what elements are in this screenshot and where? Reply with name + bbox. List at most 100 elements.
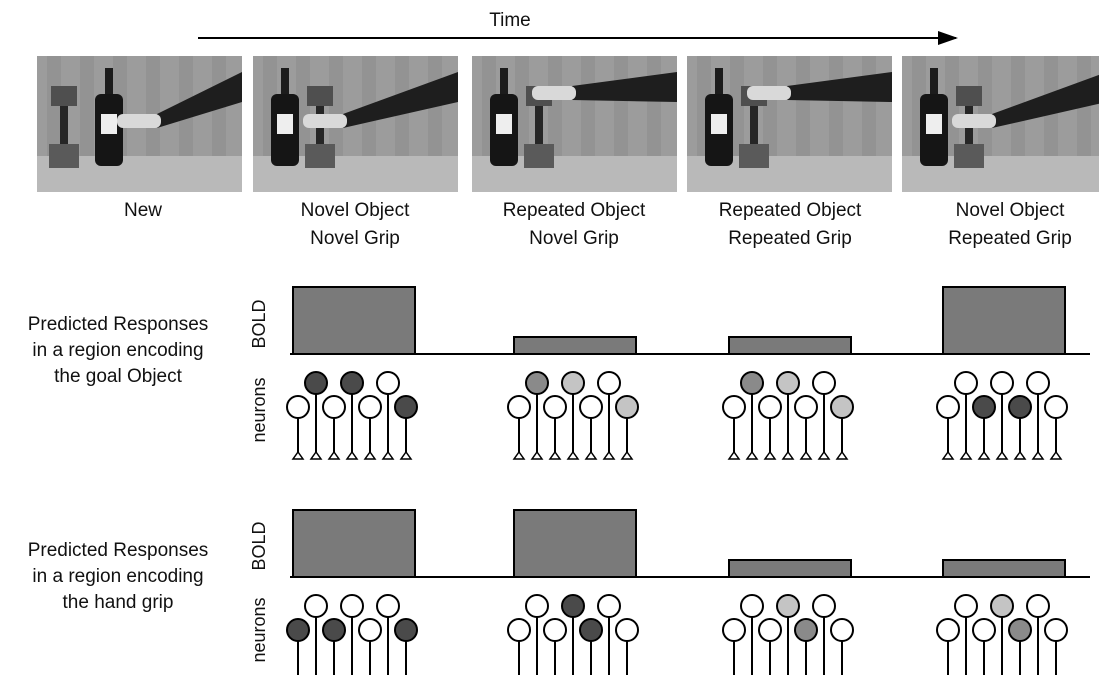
neuron-group [286, 594, 418, 675]
neuron-white [758, 618, 782, 642]
neuron-white [543, 618, 567, 642]
neuron-white [954, 594, 978, 618]
neuron-terminal [727, 450, 741, 460]
neuron-terminal [763, 450, 777, 460]
neuron-terminal [959, 450, 973, 460]
neuron-white [812, 594, 836, 618]
neuron-white [597, 594, 621, 618]
prediction-panel: Predicted Responses in a region encoding t… [28, 509, 1090, 675]
neuron-dark [561, 594, 585, 618]
neuron-white [340, 594, 364, 618]
bold-bar-high [942, 286, 1066, 355]
panel-label: in a region encoding [32, 566, 203, 587]
neuron-terminal [941, 450, 955, 460]
neuron-terminal [977, 450, 991, 460]
neuron-white [1044, 395, 1068, 419]
neuron-terminal [995, 450, 1009, 460]
neuron-white [304, 594, 328, 618]
neuron-terminal [309, 450, 323, 460]
bold-bar-high [292, 509, 416, 578]
neuron-light [615, 395, 639, 419]
bold-bar-high [292, 286, 416, 355]
neuron-dark [304, 371, 328, 395]
neuron-light [990, 594, 1014, 618]
neuron-white [376, 594, 400, 618]
neuron-group [936, 594, 1068, 675]
neuron-light [776, 371, 800, 395]
neuron-white [1044, 618, 1068, 642]
neuron-group [286, 371, 418, 460]
neuron-white [740, 594, 764, 618]
neuron-terminal [1013, 450, 1027, 460]
neuron-mid [1008, 618, 1032, 642]
condition-photo [902, 56, 1099, 192]
neuron-terminal [602, 450, 616, 460]
neuron-white [722, 395, 746, 419]
neuron-dark [579, 618, 603, 642]
neuron-white [722, 618, 746, 642]
neuron-terminal [835, 450, 849, 460]
neuron-white [358, 618, 382, 642]
neuron-terminal [799, 450, 813, 460]
neuron-terminal [363, 450, 377, 460]
panel-label: in a region encoding [32, 340, 203, 361]
neuron-group [507, 371, 639, 460]
neuron-group [507, 594, 639, 675]
neuron-white [830, 618, 854, 642]
condition-caption: Novel Grip [529, 228, 619, 249]
bold-bar-low [513, 336, 637, 355]
photo-strip [37, 56, 1099, 192]
neuron-terminal [566, 450, 580, 460]
neuron-white [615, 618, 639, 642]
neuron-white [1026, 594, 1050, 618]
condition-caption: Repeated Grip [728, 228, 852, 249]
condition-caption: Novel Object [956, 200, 1065, 221]
neuron-mid [525, 371, 549, 395]
neuron-white [507, 618, 531, 642]
bold-bar-low [728, 559, 852, 578]
neuron-group [722, 371, 854, 460]
neuron-terminal [512, 450, 526, 460]
condition-caption: Repeated Grip [948, 228, 1072, 249]
panel-label: the hand grip [63, 592, 174, 613]
neuron-white [579, 395, 603, 419]
neuron-white [936, 618, 960, 642]
panel-label: Predicted Responses [28, 540, 209, 561]
neuron-white [525, 594, 549, 618]
bold-bar-low [728, 336, 852, 355]
neuron-dark [394, 618, 418, 642]
neuron-mid [794, 618, 818, 642]
neuron-light [830, 395, 854, 419]
condition-photo [37, 56, 242, 192]
neuron-dark [394, 395, 418, 419]
condition-photo [253, 56, 458, 192]
neuron-white [543, 395, 567, 419]
neuron-white [954, 371, 978, 395]
neuron-white [1026, 371, 1050, 395]
condition-caption: New [124, 200, 162, 221]
neuron-light [561, 371, 585, 395]
condition-photo [472, 56, 677, 192]
panel-label: the goal Object [54, 366, 183, 387]
bold-axis-label: BOLD [249, 299, 269, 348]
prediction-panel: Predicted Responses in a region encoding t… [28, 286, 1090, 460]
neuron-white [507, 395, 531, 419]
neuron-white [936, 395, 960, 419]
neuron-terminal [1031, 450, 1045, 460]
neuron-white [376, 371, 400, 395]
neuron-white [322, 395, 346, 419]
condition-caption: Novel Grip [310, 228, 400, 249]
neuron-terminal [817, 450, 831, 460]
neuron-terminal [620, 450, 634, 460]
bold-axis-label: BOLD [249, 521, 269, 570]
neuron-terminal [381, 450, 395, 460]
neuron-white [794, 395, 818, 419]
condition-photo [687, 56, 892, 192]
neuron-terminal [345, 450, 359, 460]
neuron-terminal [745, 450, 759, 460]
neuron-white [990, 371, 1014, 395]
panel-label: Predicted Responses [28, 314, 209, 335]
neuron-dark [972, 395, 996, 419]
